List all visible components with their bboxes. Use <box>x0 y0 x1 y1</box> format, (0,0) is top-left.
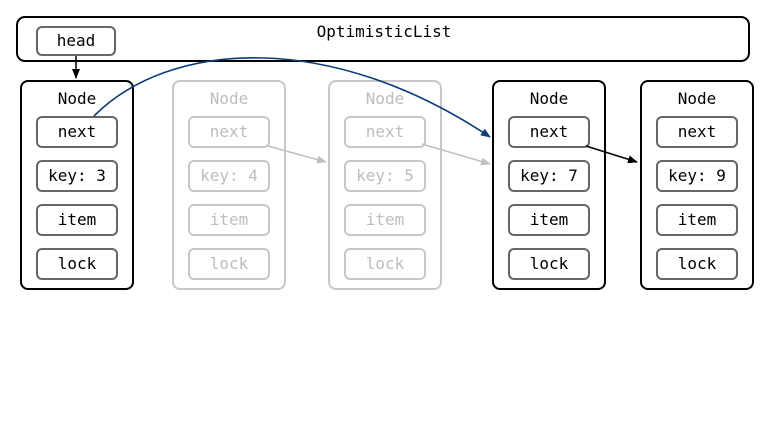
node-next-field: next <box>344 116 426 148</box>
node-item-field: item <box>344 204 426 236</box>
node-key-field: key: 3 <box>36 160 118 192</box>
node-lock-field: lock <box>188 248 270 280</box>
node-title: Node <box>209 89 249 108</box>
node-key-5: Node next key: 5 item lock <box>328 80 442 290</box>
node-lock-field: lock <box>508 248 590 280</box>
node-key-4: Node next key: 4 item lock <box>172 80 286 290</box>
node-key-field: key: 7 <box>508 160 590 192</box>
node-item-field: item <box>188 204 270 236</box>
list-title: OptimisticList <box>316 22 452 41</box>
node-item-field: item <box>36 204 118 236</box>
node-key-field: key: 5 <box>344 160 426 192</box>
node-next-field: next <box>656 116 738 148</box>
node-lock-field: lock <box>344 248 426 280</box>
node-lock-field: lock <box>36 248 118 280</box>
node-next-field: next <box>508 116 590 148</box>
node-next-field: next <box>36 116 118 148</box>
node-item-field: item <box>656 204 738 236</box>
node-item-field: item <box>508 204 590 236</box>
node-next-field: next <box>188 116 270 148</box>
node-title: Node <box>365 89 405 108</box>
head-pointer-box: head <box>36 26 116 56</box>
node-lock-field: lock <box>656 248 738 280</box>
node-key-3: Node next key: 3 item lock <box>20 80 134 290</box>
node-title: Node <box>529 89 569 108</box>
node-key-field: key: 4 <box>188 160 270 192</box>
node-key-9: Node next key: 9 item lock <box>640 80 754 290</box>
node-key-7: Node next key: 7 item lock <box>492 80 606 290</box>
node-title: Node <box>57 89 97 108</box>
node-title: Node <box>677 89 717 108</box>
node-key-field: key: 9 <box>656 160 738 192</box>
